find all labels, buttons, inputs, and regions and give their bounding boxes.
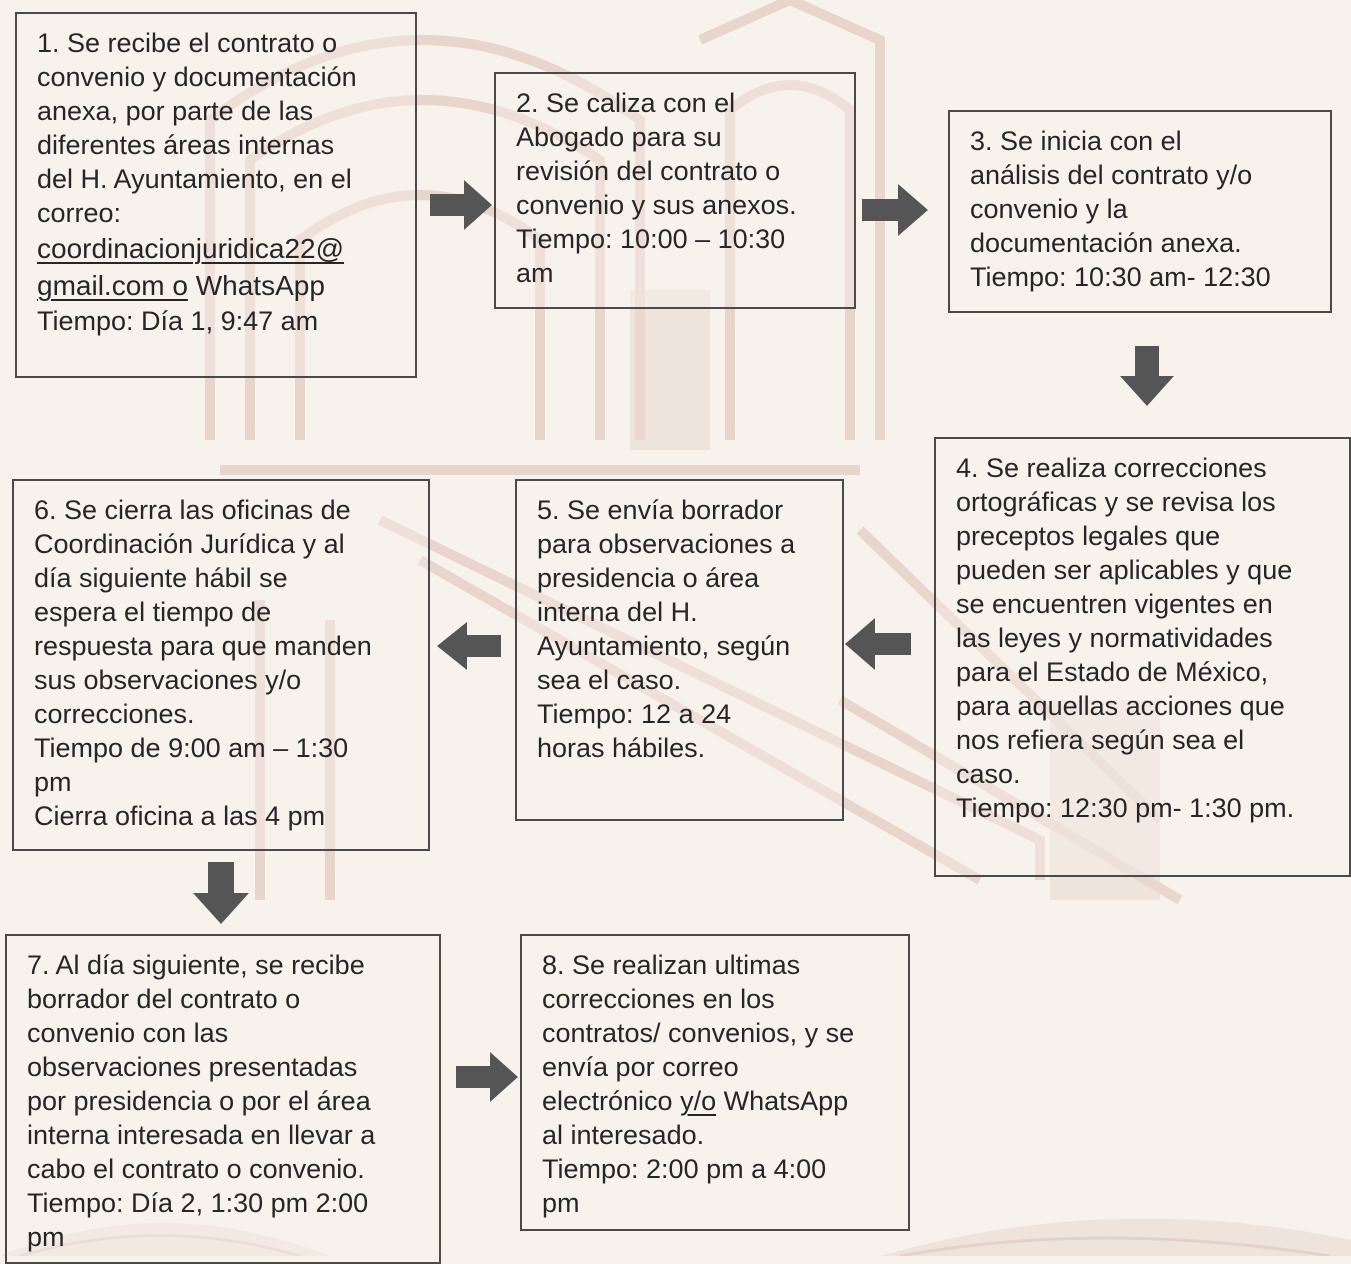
- step-4-line: ortográficas y se revisa los: [956, 487, 1276, 517]
- step-3-line: 3. Se inicia con el: [970, 126, 1182, 156]
- step-6-line: pm: [34, 767, 72, 797]
- step-8-line-text: electrónico: [542, 1086, 681, 1116]
- step-5-line: presidencia o área: [537, 563, 760, 593]
- arrow-left-icon: [437, 622, 501, 670]
- step-1-line: del H. Ayuntamiento, en el: [37, 164, 352, 194]
- step-5-line: Tiempo: 12 a 24: [537, 699, 732, 729]
- step-4-line: preceptos legales que: [956, 521, 1221, 551]
- step-1-line: diferentes áreas internas: [37, 130, 335, 160]
- step-6-line: Coordinación Jurídica y al: [34, 529, 345, 559]
- step-3-box: 3. Se inicia con el análisis del contrat…: [948, 110, 1332, 313]
- step-8-box: 8. Se realizan ultimas correcciones en l…: [520, 934, 910, 1231]
- arrow-down-icon: [1120, 346, 1174, 406]
- step-8-line: al interesado.: [542, 1120, 705, 1150]
- step-4-line: se encuentren vigentes en: [956, 589, 1273, 619]
- email-link[interactable]: gmail.com o: [37, 270, 188, 301]
- step-1-line: correo:: [37, 198, 122, 228]
- step-5-line: para observaciones a: [537, 529, 796, 559]
- step-7-box: 7. Al día siguiente, se recibe borrador …: [5, 934, 441, 1264]
- step-2-line: convenio y sus anexos.: [516, 190, 797, 220]
- step-8-line: pm: [542, 1188, 580, 1218]
- step-1-line: 1. Se recibe el contrato o: [37, 28, 338, 58]
- step-5-line: 5. Se envía borrador: [537, 495, 784, 525]
- step-6-line: 6. Se cierra las oficinas de: [34, 495, 351, 525]
- step-4-line: las leyes y normatividades: [956, 623, 1273, 653]
- step-5-line: horas hábiles.: [537, 733, 706, 763]
- step-7-line: pm: [27, 1222, 65, 1252]
- step-4-line: para el Estado de México,: [956, 657, 1269, 687]
- step-4-line: pueden ser aplicables y que: [956, 555, 1293, 585]
- step-7-line: Tiempo: Día 2, 1:30 pm 2:00: [27, 1188, 369, 1218]
- step-6-line: día siguiente hábil se: [34, 563, 288, 593]
- arrow-right-icon: [862, 184, 928, 236]
- step-1-box: 1. Se recibe el contrato o convenio y do…: [15, 12, 417, 378]
- step-3-line: análisis del contrato y/o: [970, 160, 1253, 190]
- email-link[interactable]: coordinacionjuridica22@: [37, 233, 345, 264]
- step-4-line: 4. Se realiza correcciones: [956, 453, 1267, 483]
- step-1-time: Tiempo: Día 1, 9:47 am: [37, 306, 319, 336]
- step-2-line: am: [516, 258, 554, 288]
- step-2-line: Abogado para su: [516, 122, 722, 152]
- step-5-box: 5. Se envía borrador para observaciones …: [515, 479, 844, 821]
- step-4-box: 4. Se realiza correcciones ortográficas …: [934, 437, 1351, 877]
- arrow-down-icon: [193, 862, 249, 924]
- step-4-line: nos refiera según sea el: [956, 725, 1245, 755]
- step-6-line: Cierra oficina a las 4 pm: [34, 801, 326, 831]
- step-6-line: correcciones.: [34, 699, 195, 729]
- step-3-line: convenio y la: [970, 194, 1128, 224]
- arrow-left-icon: [845, 618, 911, 670]
- step-7-line: interna interesada en llevar a: [27, 1120, 376, 1150]
- step-6-line: Tiempo de 9:00 am – 1:30: [34, 733, 349, 763]
- yo-link: y/o: [680, 1086, 717, 1116]
- step-8-line: contratos/ convenios, y se: [542, 1018, 855, 1048]
- step-7-line: observaciones presentadas: [27, 1052, 358, 1082]
- whatsapp-text: WhatsApp: [187, 270, 325, 301]
- step-2-line: Tiempo: 10:00 – 10:30: [516, 224, 786, 254]
- step-4-line: caso.: [956, 759, 1021, 789]
- step-3-line: documentación anexa.: [970, 228, 1242, 258]
- step-2-line: revisión del contrato o: [516, 156, 781, 186]
- step-5-line: sea el caso.: [537, 665, 682, 695]
- step-3-line: Tiempo: 10:30 am- 12:30: [970, 262, 1271, 292]
- step-2-line: 2. Se caliza con el: [516, 88, 736, 118]
- step-7-line: por presidencia o por el área: [27, 1086, 371, 1116]
- step-4-line: para aquellas acciones que: [956, 691, 1285, 721]
- step-7-line: borrador del contrato o: [27, 984, 301, 1014]
- step-8-line: Tiempo: 2:00 pm a 4:00: [542, 1154, 827, 1184]
- step-8-line: 8. Se realizan ultimas: [542, 950, 801, 980]
- step-5-line: interna del H.: [537, 597, 698, 627]
- step-8-line-text: WhatsApp: [716, 1086, 849, 1116]
- step-7-line: 7. Al día siguiente, se recibe: [27, 950, 365, 980]
- step-2-box: 2. Se caliza con el Abogado para su revi…: [494, 72, 856, 309]
- step-1-line: anexa, por parte de las: [37, 96, 314, 126]
- step-8-line: envía por correo: [542, 1052, 739, 1082]
- step-4-line: Tiempo: 12:30 pm- 1:30 pm.: [956, 793, 1295, 823]
- step-6-box: 6. Se cierra las oficinas de Coordinació…: [12, 479, 430, 851]
- step-1-line: convenio y documentación: [37, 62, 357, 92]
- step-7-line: convenio con las: [27, 1018, 229, 1048]
- step-6-line: sus observaciones y/o: [34, 665, 302, 695]
- step-6-line: espera el tiempo de: [34, 597, 272, 627]
- step-5-line: Ayuntamiento, según: [537, 631, 791, 661]
- step-7-line: cabo el contrato o convenio.: [27, 1154, 365, 1184]
- step-6-line: respuesta para que manden: [34, 631, 372, 661]
- arrow-right-icon: [430, 180, 492, 230]
- step-8-line: correcciones en los: [542, 984, 775, 1014]
- arrow-right-icon: [456, 1052, 518, 1102]
